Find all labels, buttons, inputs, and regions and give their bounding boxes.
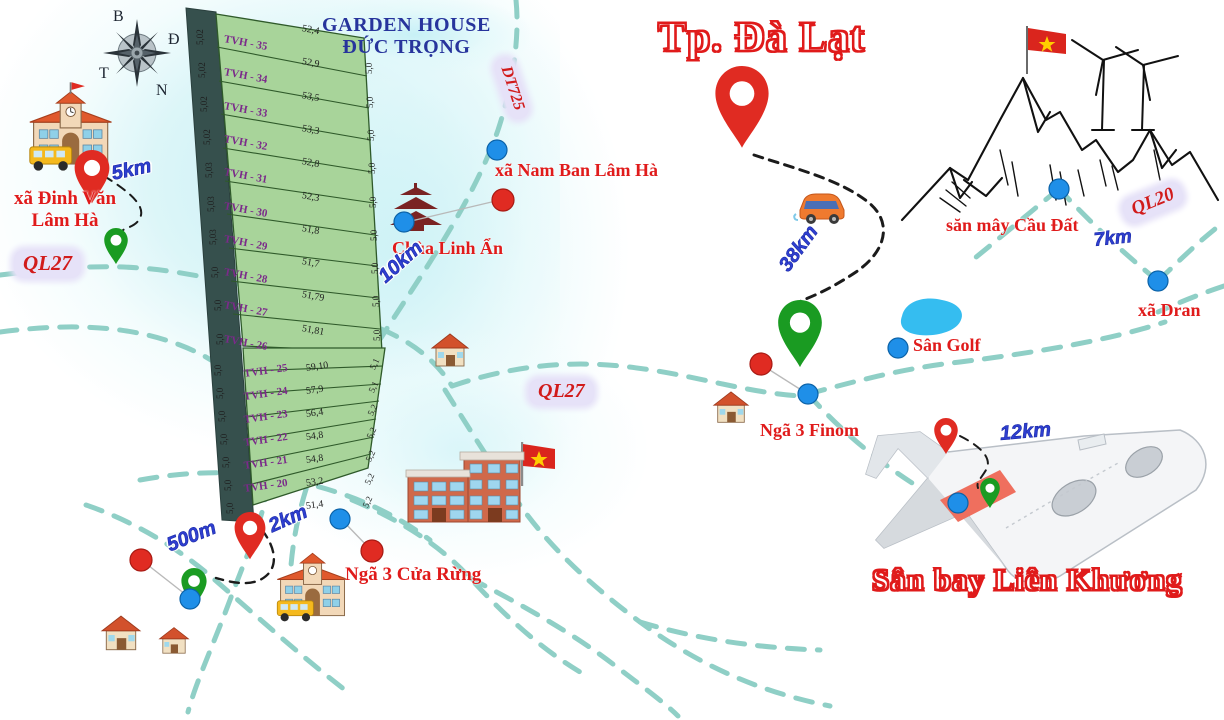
mountain-range-icon xyxy=(900,76,1220,222)
map-pin-green[interactable] xyxy=(181,568,207,607)
trip-12km xyxy=(959,435,989,489)
map-pin-red[interactable] xyxy=(715,66,769,148)
map-dot-blue[interactable] xyxy=(1048,178,1070,200)
map-dot-blue[interactable] xyxy=(179,588,201,610)
map-dot-blue[interactable] xyxy=(797,383,819,405)
map-dot-red[interactable] xyxy=(749,352,773,376)
golf-lake-icon xyxy=(900,298,962,336)
map-dot-blue[interactable] xyxy=(947,492,969,514)
car-icon xyxy=(793,193,845,224)
map-dot-blue[interactable] xyxy=(486,139,508,161)
map-pin-green[interactable] xyxy=(104,228,128,265)
vietnam-flag-icon xyxy=(521,442,555,486)
map-dot-blue[interactable] xyxy=(887,337,909,359)
trip-5km xyxy=(103,175,143,237)
trip-2km xyxy=(214,528,275,585)
trip-38km xyxy=(752,153,885,304)
map-dot-blue[interactable] xyxy=(329,508,351,530)
plot-block-lower xyxy=(242,347,386,506)
house-small-icon xyxy=(158,627,190,654)
school-with-bus-icon xyxy=(29,82,112,171)
wind-turbine-icon xyxy=(1071,39,1179,131)
map-dot-blue[interactable] xyxy=(1147,270,1169,292)
school-with-bus-icon xyxy=(276,552,348,622)
map-dot-red[interactable] xyxy=(491,188,515,212)
map-pin-green[interactable] xyxy=(778,300,822,368)
map-dot-blue[interactable] xyxy=(393,211,415,233)
map-dot-red[interactable] xyxy=(360,539,384,563)
school-building-icon xyxy=(405,451,525,523)
house-small-icon xyxy=(430,333,470,367)
map-dot-red[interactable] xyxy=(129,548,153,572)
house-small-icon xyxy=(100,615,142,651)
map-pin-red[interactable] xyxy=(234,512,266,560)
house-small-icon xyxy=(712,391,750,423)
map-pin-green[interactable] xyxy=(980,478,1000,509)
vietnam-flag-icon xyxy=(1026,26,1066,74)
airplane-icon xyxy=(865,429,1207,584)
map-pin-red[interactable] xyxy=(934,418,958,455)
map-pin-red[interactable] xyxy=(74,150,110,204)
compass-rose-icon xyxy=(103,19,171,87)
